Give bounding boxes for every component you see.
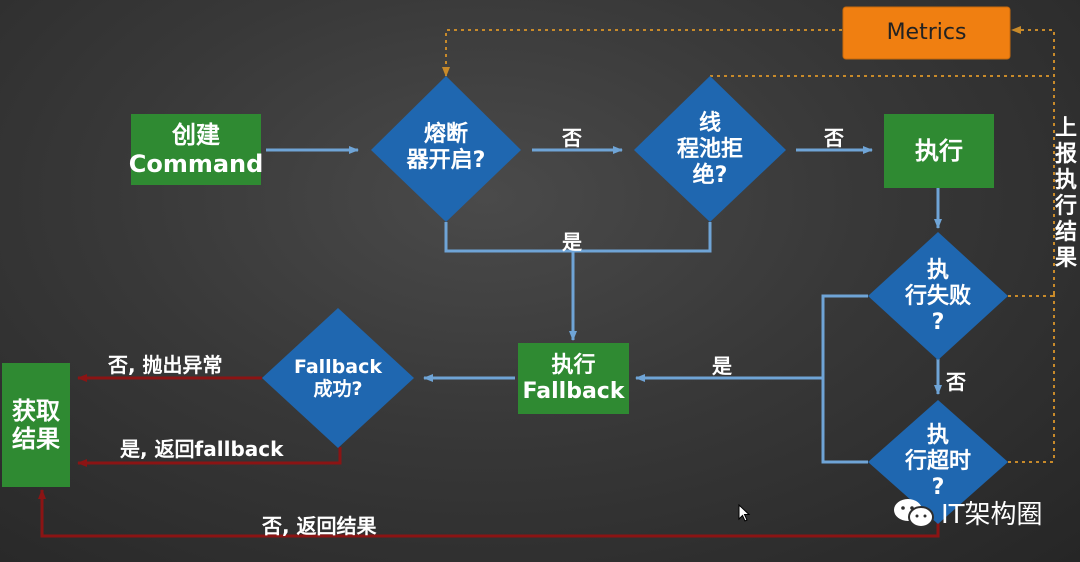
node-get-result xyxy=(2,363,70,487)
mouse-cursor-icon xyxy=(738,504,751,522)
edge-label-yes-2: 是 xyxy=(712,354,732,378)
node-fallback-success xyxy=(262,308,414,448)
edge-label-yes-1: 是 xyxy=(562,230,582,254)
wechat-icon xyxy=(893,497,935,529)
report-edges xyxy=(442,26,1055,463)
edge-label-report-result: 上报执行结果 xyxy=(1054,116,1077,271)
node-exec-timeout xyxy=(868,400,1008,524)
watermark: IT架构圈 xyxy=(893,494,1043,531)
edge-label-no-3: 否 xyxy=(946,370,966,394)
edge-metrics-to-circuit xyxy=(442,29,842,77)
flow-edges xyxy=(266,146,942,464)
return-edges xyxy=(38,374,940,538)
node-metrics xyxy=(842,6,1011,60)
node-execute xyxy=(884,114,994,188)
node-circuit-open xyxy=(371,76,521,222)
edge-failed-yes xyxy=(821,294,868,464)
edge-yes-merge xyxy=(444,222,712,253)
watermark-text: IT架构圈 xyxy=(941,500,1043,530)
node-create-command xyxy=(131,114,261,185)
edge-label-no-throw: 否, 抛出异常 xyxy=(108,353,223,377)
node-exec-failed xyxy=(868,232,1008,360)
edge-label-no-1: 否 xyxy=(562,126,582,150)
node-execute-fallback xyxy=(518,343,629,414)
edge-label-no-return-result: 否, 返回结果 xyxy=(262,514,377,538)
edge-label-yes-return-fallback: 是, 返回fallback xyxy=(120,437,284,461)
edge-return-fallback xyxy=(77,447,342,467)
edge-label-no-2: 否 xyxy=(824,126,844,150)
edge-report-to-metrics xyxy=(1011,26,1055,294)
edge-return-result xyxy=(38,489,940,538)
node-threadpool-reject xyxy=(634,76,786,222)
